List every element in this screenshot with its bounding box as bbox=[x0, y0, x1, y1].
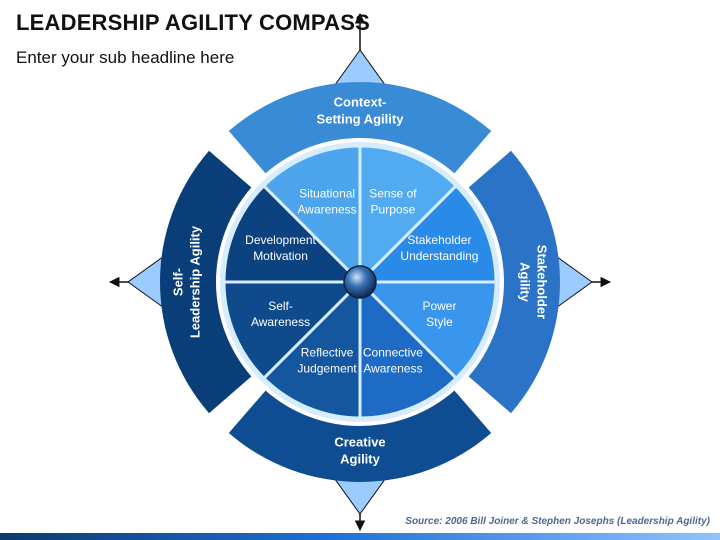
inner-label-self-awareness: Self-Awareness bbox=[251, 299, 310, 329]
outer-segment-top bbox=[228, 81, 492, 174]
bottom-accent-bar bbox=[0, 533, 720, 540]
outer-label-top: Context-Setting Agility bbox=[317, 95, 405, 127]
inner-segment-connective-awareness bbox=[358, 278, 459, 420]
inner-segment-reflective-judgement bbox=[261, 278, 362, 420]
compass-hub bbox=[343, 265, 377, 299]
inner-segment-development-motivation bbox=[222, 183, 364, 284]
outer-label-left: Self-Leadership Agility bbox=[171, 225, 203, 338]
outer-label-right: StakeholderAgility bbox=[517, 245, 549, 319]
inner-segment-sense-of-purpose bbox=[358, 144, 459, 286]
outer-segment-left bbox=[160, 150, 252, 414]
outer-segment-right bbox=[468, 150, 560, 414]
inner-segment-situational-awareness bbox=[261, 144, 362, 286]
inner-segment-power-style bbox=[356, 280, 498, 381]
page-subtitle: Enter your sub headline here bbox=[16, 48, 235, 67]
inner-segment-self-awareness bbox=[222, 280, 364, 381]
page-title: LEADERSHIP AGILITY COMPASS bbox=[16, 10, 370, 35]
outer-ring: Context-Setting AgilityStakeholderAgilit… bbox=[160, 81, 560, 483]
outer-segment-bottom bbox=[228, 390, 492, 483]
source-citation: Source: 2006 Bill Joiner & Stephen Josep… bbox=[405, 516, 710, 527]
inner-segment-stakeholder-understanding bbox=[356, 183, 498, 284]
